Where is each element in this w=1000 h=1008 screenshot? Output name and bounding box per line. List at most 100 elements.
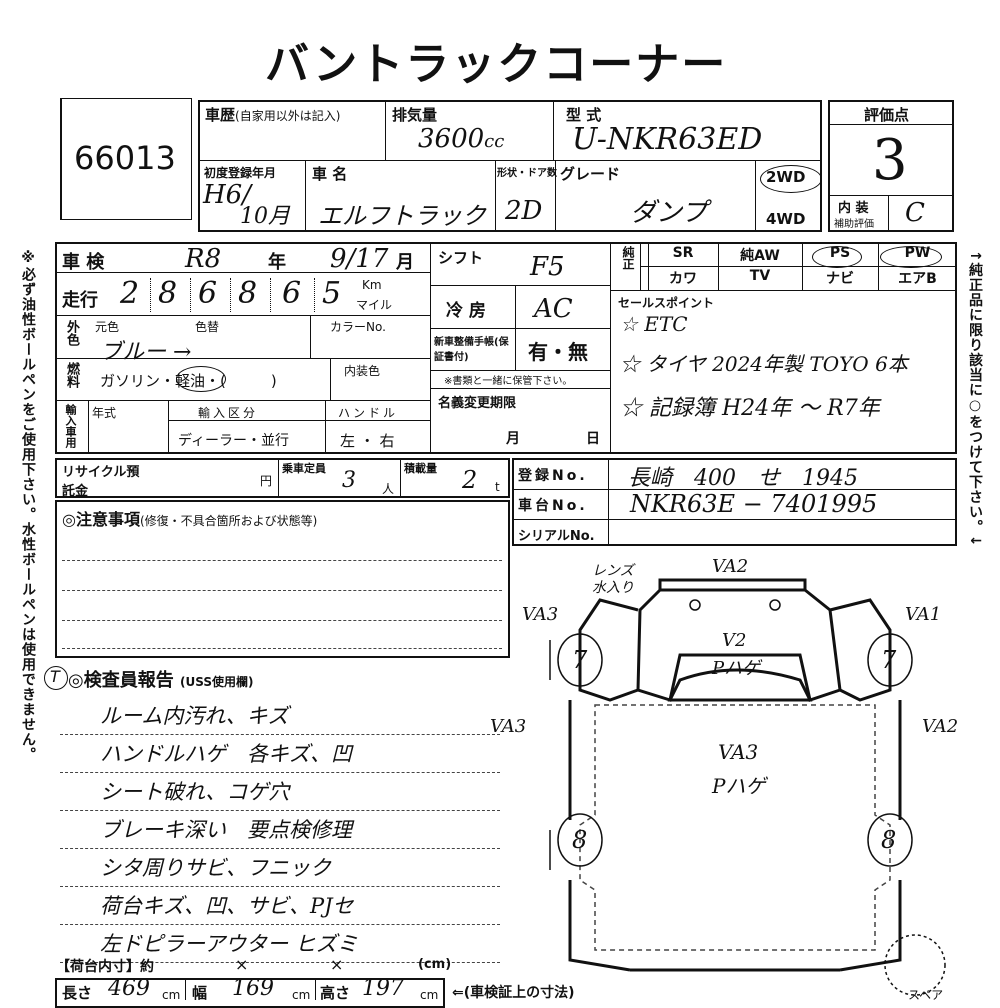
recycle-label: リサイクル預託金 (62, 465, 140, 499)
capacity-label: 乗車定員 (282, 462, 326, 475)
equip-circle (812, 246, 862, 268)
diag-left-side: VA3 (490, 716, 527, 737)
wid-label: 幅 (192, 984, 208, 1002)
diag-right-side: VA2 (922, 716, 959, 737)
diag-front: VA2 (712, 556, 749, 577)
car-name-label: 車 名 (312, 165, 348, 183)
mileage-label: 走行 (62, 290, 98, 311)
notes-box (55, 500, 510, 658)
mileage-unit-km: Km (362, 278, 382, 292)
sales-point-3: ☆ 記録簿 H24年 〜 R7年 (620, 396, 880, 421)
dims-note: ⇐(車検証上の寸法) (452, 985, 575, 1001)
handle-label: ハンドル (338, 406, 399, 420)
len-value: 469 (108, 976, 150, 1001)
mileage-unit-mile: マイル (356, 298, 393, 312)
equip-label: 純正 (621, 246, 635, 270)
len-label: 長さ (62, 984, 93, 1002)
diesel-circle (176, 366, 226, 392)
inspector-label: ◎検査員報告 (USS使用欄) (68, 670, 254, 691)
recycle-unit: 円 (260, 474, 273, 488)
inspector-line: ハンドルハゲ 各キズ、凹 (100, 742, 352, 766)
cargo-x-2: × (330, 955, 344, 974)
car-history-label: 車歴(自家用以外は記入) (205, 106, 341, 124)
drive-2wd-circled (760, 165, 822, 193)
interior-sub: 補助評価 (834, 219, 874, 230)
score-box (828, 100, 954, 232)
cargo-label: 【荷台内寸】約 (56, 959, 154, 975)
model-label: 型 式 (566, 106, 602, 124)
reg-no-label: 登録No. (518, 468, 588, 484)
diag-tire-lr: 8 (572, 826, 588, 854)
diag-water: 水入り (592, 580, 634, 596)
first-reg-label: 初度登録年月 (204, 166, 277, 180)
shaken-era: R8 (185, 244, 222, 274)
inspector-line: ブレーキ深い 要点検修理 (100, 818, 352, 842)
displacement-value: 3600cc (418, 124, 505, 154)
diag-bed-b: Pハゲ (712, 774, 766, 798)
grade-value: ダンプ (630, 198, 708, 228)
sales-points-label: セールスポイント (618, 296, 715, 310)
equip-item: SR (672, 245, 694, 261)
mileage-digit: 6 (198, 276, 218, 311)
reg-no-value: 長崎 400 せ 1945 (628, 466, 858, 491)
score-label: 評価点 (864, 106, 910, 124)
interior-color-label: 内装色 (344, 364, 381, 378)
shaken-label: 車 検 (62, 252, 105, 273)
score-value: 3 (872, 128, 908, 193)
shift-label: シフト (438, 249, 484, 267)
manual-value: 有・無 (528, 340, 588, 364)
name-change-day: 日 (586, 431, 600, 447)
mileage-digit: 2 (120, 276, 140, 311)
first-reg-era-year: H6/ (203, 180, 251, 210)
grade-label: グレード (560, 165, 621, 183)
equip-item: 純AW (740, 248, 780, 264)
inspector-line: シート破れ、コゲ穴 (100, 780, 290, 804)
car-name-value: エルフトラック (318, 202, 486, 230)
hgt-cm: cm (420, 988, 439, 1002)
import-class-label: 輸入区分 (198, 406, 259, 420)
fuel-label: 燃料 (64, 362, 79, 388)
shaken-month-unit: 月 (396, 252, 414, 273)
load-value: 2 (462, 466, 478, 494)
load-unit: t (495, 480, 500, 494)
diag-roof-a: V2 (722, 630, 747, 651)
interior-value: C (905, 198, 925, 228)
diag-bed-a: VA3 (718, 740, 759, 764)
details-box (55, 242, 957, 454)
registration-box (512, 458, 957, 546)
handle-value: 左 ・ 右 (340, 432, 395, 450)
first-reg-month: 10月 (240, 204, 290, 229)
spare-label: スペア (908, 988, 944, 1002)
diag-tire-rf: 7 (881, 646, 897, 674)
left-side-note: ※必ず油性ボールペンをご使用下さい。水性ボールペンは使用できません。 (20, 250, 36, 762)
equip-item: ナビ (826, 271, 854, 287)
wid-cm: cm (292, 988, 311, 1002)
truck-diagram (549, 578, 946, 996)
doors-value: 2D (505, 196, 543, 226)
mileage-digit: 8 (158, 276, 178, 311)
color-change-label: 色替 (195, 320, 220, 334)
name-change-month: 月 (506, 431, 520, 447)
import-label: 輸入車用 (64, 404, 77, 448)
cargo-x-1: × (235, 955, 249, 974)
shaken-year-unit: 年 (268, 252, 286, 273)
inspector-line: 荷台キズ、凹、サビ、PJセ (100, 894, 354, 918)
shape-door-label: 形状・ドア数 (497, 168, 557, 179)
len-cm: cm (162, 988, 181, 1002)
color-value: ブルー → (100, 340, 192, 365)
mileage-digit: 6 (282, 276, 302, 311)
displacement-label: 排気量 (392, 106, 438, 124)
manual-note: ※書類と一緒に保管下さい。 (444, 376, 573, 387)
shift-value: F5 (530, 252, 565, 282)
import-year-label: 年式 (92, 406, 117, 420)
equip-item: TV (749, 268, 771, 284)
manual-label: 新車整備手帳(保証書付) (434, 337, 509, 363)
right-side-note: ↑純正品に限り該当に○をつけて下さい。↓ (967, 250, 983, 548)
load-label: 積載量 (404, 462, 437, 475)
sales-point-2: ☆ タイヤ 2024年製 TOYO 6本 (620, 352, 908, 376)
model-value: U-NKR63ED (572, 122, 763, 157)
capacity-unit: 人 (382, 482, 395, 496)
inspector-line: 左ドピラーアウター ヒズミ (100, 932, 358, 956)
equip-item: カワ (669, 271, 697, 287)
aircon-value: AC (534, 294, 573, 324)
